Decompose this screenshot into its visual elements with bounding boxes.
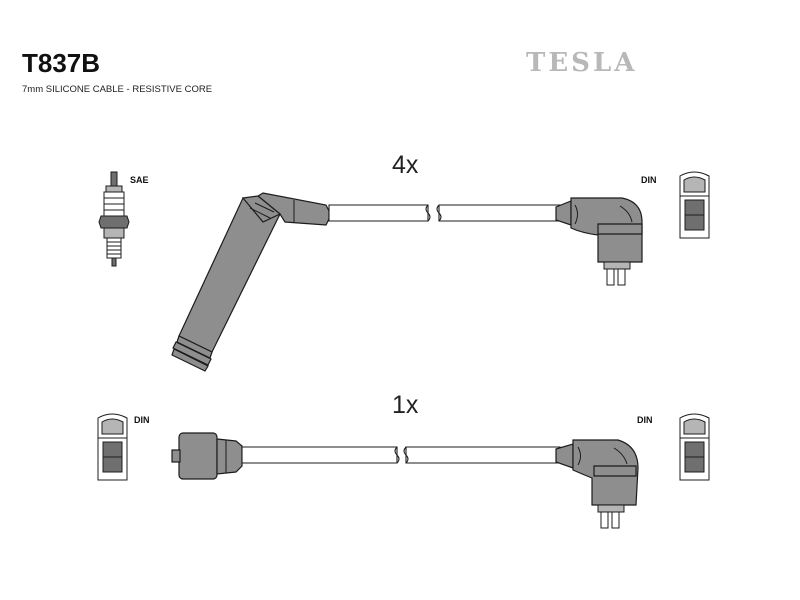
straight-plug-boot (171, 192, 330, 372)
cable-description: 7mm SILICONE CABLE - RESISTIVE CORE (22, 84, 212, 95)
din-standard-label-bottom-right: DIN (637, 415, 653, 425)
sae-standard-label: SAE (130, 175, 149, 185)
din-standard-label-top-right: DIN (641, 175, 657, 185)
cable-bottom (241, 446, 561, 464)
quantity-label-bottom: 1x (392, 391, 419, 419)
din-connector-icon-bottom-right (679, 413, 710, 481)
cable-top (328, 204, 561, 222)
straight-coil-boot-bottom (171, 432, 243, 480)
din-connector-icon-top-right (679, 171, 710, 239)
angled-coil-boot-top (555, 197, 643, 286)
part-number: T837B (22, 48, 100, 78)
brand-logo: TESLA (526, 48, 637, 78)
din-connector-icon-bottom-left (97, 413, 128, 481)
spark-plug-icon (98, 171, 130, 267)
quantity-label-top: 4x (392, 151, 419, 179)
angled-coil-boot-bottom (555, 439, 639, 529)
din-standard-label-bottom-left: DIN (134, 415, 150, 425)
